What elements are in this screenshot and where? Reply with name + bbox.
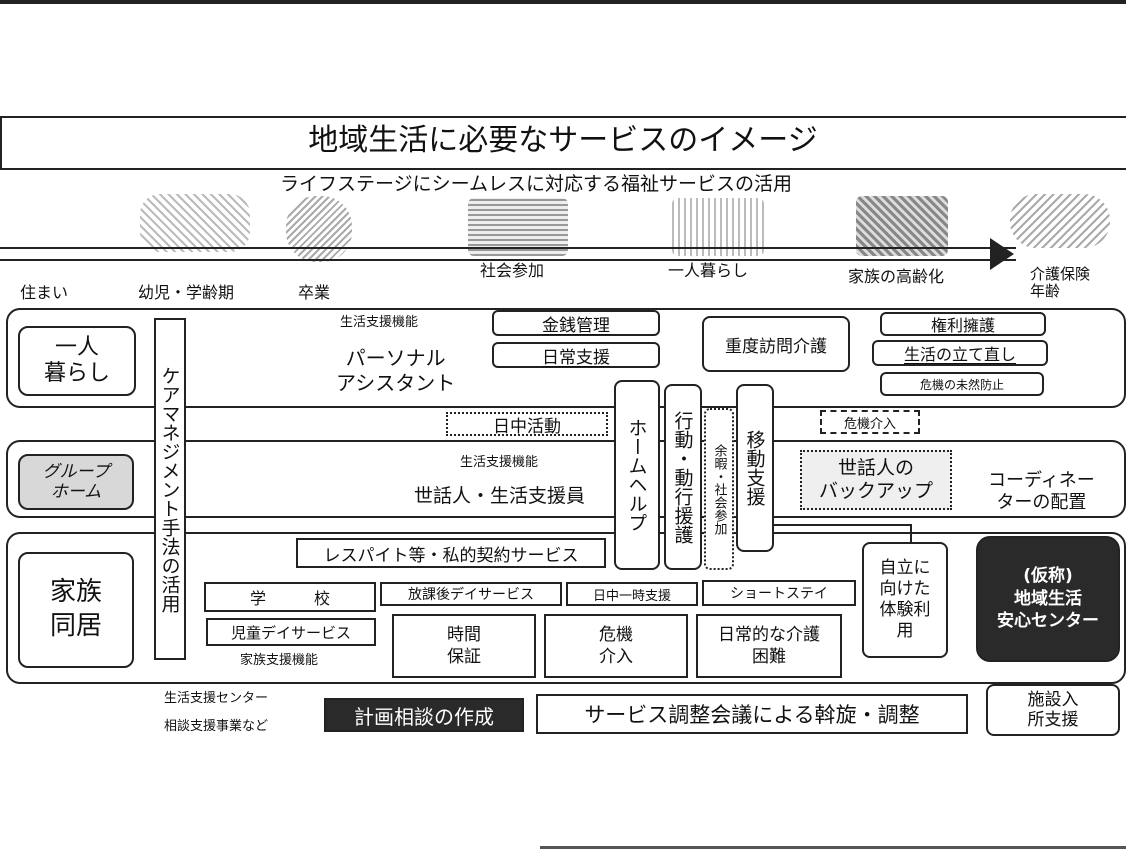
- child-day-service: 児童デイサービス: [206, 618, 376, 646]
- time-guarantee: 時間 保証: [392, 614, 536, 678]
- support-center-label: 生活支援センター: [164, 691, 269, 706]
- graduation-illustration: [286, 196, 352, 262]
- consultation-label: 相談支援事業など: [164, 719, 269, 734]
- daily-support: 日常支援: [542, 347, 610, 368]
- rights-advocacy: 権利擁護: [930, 316, 995, 335]
- label-group-home: グループ ホーム: [18, 454, 134, 510]
- school: 学 校: [204, 582, 376, 612]
- living-alone-illustration: [672, 198, 764, 256]
- daily-care-difficulty: 日常的な介護 困難: [696, 614, 842, 678]
- care-management-bar: ケアマネジメント手法の活用: [154, 318, 186, 660]
- plan-consultation: 計画相談の作成: [324, 698, 524, 732]
- aging-family-illustration: [856, 196, 948, 256]
- timeline-arrowhead: [990, 238, 1014, 270]
- diagram-title: 地域生活に必要なサービスのイメージ: [308, 123, 818, 158]
- daily-support-box: 日常支援: [492, 342, 660, 368]
- timeline-arrow: [0, 247, 1016, 261]
- crisis-intervention: 危機介入: [820, 410, 920, 434]
- daytime-activity: 日中活動: [446, 412, 608, 437]
- home-help: ホームヘルプ: [614, 380, 660, 570]
- row1-support-function: 生活支援機能: [340, 315, 419, 330]
- workshop-illustration: [468, 198, 568, 256]
- heavy-visit-care: 重度訪問介護: [702, 316, 850, 372]
- row2-support-function: 生活支援機能: [460, 455, 539, 470]
- facility-support: 施設入 所支援: [986, 684, 1120, 736]
- family-support-function: 家族支援機能: [240, 653, 319, 668]
- title-bar: [0, 116, 1126, 170]
- mobility-support: 移動支援: [736, 384, 774, 552]
- crisis-box: 危機 介入: [544, 614, 688, 678]
- kids-illustration: [140, 194, 250, 252]
- community-safety-center: (仮称) 地域生活 安心センター: [976, 536, 1120, 662]
- label-alone: 一人 暮らし: [18, 326, 136, 396]
- stage-childhood: 幼児・学齢期: [138, 283, 235, 302]
- top-rule: [0, 0, 1126, 4]
- stage-graduation: 卒業: [298, 283, 331, 302]
- diagram-subtitle: ライフステージにシームレスに対応する福祉サービスの活用: [280, 173, 793, 195]
- stage-care-insurance: 介護保険 年齢: [1030, 265, 1091, 301]
- caretaker-label: 世話人・生活支援員: [414, 485, 586, 507]
- money-management: 金銭管理: [542, 315, 610, 336]
- connector-line: [774, 524, 912, 542]
- stage-aging-family: 家族の高齢化: [848, 267, 945, 286]
- caretaker-backup: 世話人の バックアップ: [800, 450, 952, 510]
- behavior-support: 行動・動行援護: [664, 384, 702, 570]
- life-rebuild: 生活の立て直し: [903, 345, 1016, 364]
- coordinator: コーディネー ターの配置: [988, 470, 1095, 513]
- short-stay: ショートステイ: [702, 580, 856, 606]
- crisis-prevention: 危機の未然防止: [880, 372, 1044, 396]
- respite-services: レスパイト等・私的契約サービス: [296, 538, 606, 568]
- personal-assistant: パーソナル アシスタント: [336, 346, 456, 395]
- one-time-support: 日中一時支援: [566, 582, 698, 606]
- stage-social: 社会参加: [480, 261, 545, 280]
- label-family: 家族 同居: [18, 552, 134, 668]
- after-school-day: 放課後デイサービス: [380, 582, 562, 606]
- stage-housing: 住まい: [20, 283, 69, 302]
- elderly-illustration: [1010, 194, 1110, 248]
- leisure-participation: 余暇・社会参加: [704, 408, 734, 570]
- money-management-box: 金銭管理: [492, 310, 660, 336]
- bottom-rule: [540, 846, 1126, 849]
- stage-alone: 一人暮らし: [668, 261, 749, 280]
- rebuild-box: 生活の立て直し: [872, 340, 1048, 366]
- service-coordination: サービス調整会議による斡旋・調整: [536, 694, 968, 734]
- rights-box: 権利擁護: [880, 312, 1046, 336]
- independence-trial: 自立に 向けた 体験利 用: [862, 542, 948, 658]
